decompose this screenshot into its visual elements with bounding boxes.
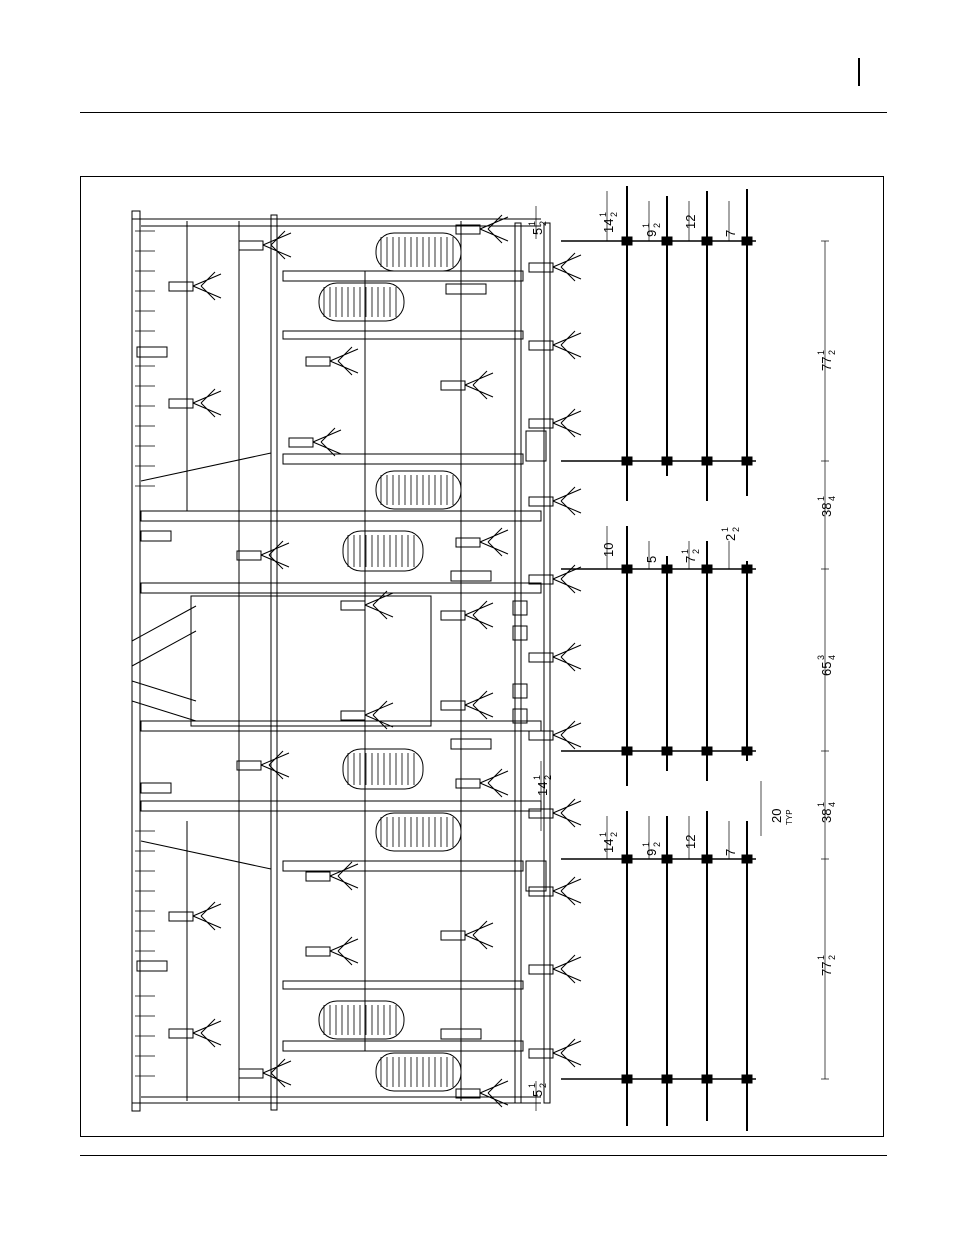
dim-65-three-quarter-mid: 65: [819, 662, 834, 676]
svg-text:2: 2: [543, 775, 553, 780]
dim-38-quarter-top: 38: [819, 503, 834, 517]
dim-10-mid: 10: [601, 543, 616, 557]
dim-7-half-mid: 7: [683, 556, 698, 563]
svg-text:2: 2: [827, 955, 837, 960]
svg-text:1: 1: [532, 775, 542, 780]
frame-member-3: [544, 223, 550, 1103]
sweeps: [193, 215, 581, 1107]
svg-text:2: 2: [609, 212, 619, 217]
dim-14-half-bot: 14: [601, 839, 616, 853]
dimension-labels: 14 1 2 9 1 2 12 7 5 1 2 77 1 2 38 1 4: [527, 212, 837, 1097]
frame-member-2: [515, 223, 521, 1103]
harrow-tine-bars: [627, 186, 747, 1131]
svg-text:1: 1: [816, 496, 826, 501]
svg-text:2: 2: [827, 350, 837, 355]
svg-text:1: 1: [598, 212, 608, 217]
dim-9-half-bot: 9: [644, 849, 659, 856]
svg-text:1: 1: [598, 832, 608, 837]
dim-12-top: 12: [683, 215, 698, 229]
tire-group: [319, 233, 461, 1091]
dim-38-quarter-bot: 38: [819, 809, 834, 823]
svg-text:2: 2: [731, 527, 741, 532]
front-rail-left: [132, 211, 140, 1111]
svg-text:2: 2: [652, 842, 662, 847]
svg-text:1: 1: [527, 221, 537, 226]
svg-text:1: 1: [816, 350, 826, 355]
svg-text:1: 1: [527, 1083, 537, 1088]
dim-7-bot: 7: [723, 849, 738, 856]
shank-holders: [169, 225, 553, 1098]
svg-text:1: 1: [641, 223, 651, 228]
dim-14-half-mid: 14: [535, 782, 550, 796]
dim-77-half-bot: 77: [819, 962, 834, 976]
svg-text:2: 2: [609, 832, 619, 837]
svg-text:2: 2: [538, 1083, 548, 1088]
svg-text:1: 1: [641, 842, 651, 847]
svg-text:2: 2: [652, 223, 662, 228]
header-tick-mark: [858, 58, 860, 86]
svg-text:1: 1: [680, 549, 690, 554]
svg-text:2: 2: [538, 221, 548, 226]
svg-text:3: 3: [816, 655, 826, 660]
dim-12-bot: 12: [683, 835, 698, 849]
dim-14-half-top: 14: [601, 219, 616, 233]
svg-text:1: 1: [720, 527, 730, 532]
svg-text:4: 4: [827, 496, 837, 501]
dim-5-mid: 5: [644, 556, 659, 563]
dim-5-half-bot: 5: [530, 1090, 545, 1097]
dim-77-half-top: 77: [819, 357, 834, 371]
svg-text:4: 4: [827, 802, 837, 807]
frame-member-1: [271, 215, 277, 1110]
dim-5-half-top: 5: [530, 228, 545, 235]
svg-text:1: 1: [816, 802, 826, 807]
dim-20-typ: 20: [769, 809, 784, 823]
figure-frame: 14 1 2 9 1 2 12 7 5 1 2 77 1 2 38 1 4: [80, 176, 884, 1137]
dim-7-top: 7: [723, 230, 738, 237]
dim-9-half-top: 9: [644, 230, 659, 237]
dim-typ-note: TYP: [785, 809, 794, 825]
footer-rule: [80, 1155, 887, 1156]
implement-layout-drawing: 14 1 2 9 1 2 12 7 5 1 2 77 1 2 38 1 4: [81, 177, 883, 1136]
dim-2-half-mid: 2: [723, 534, 738, 541]
svg-text:1: 1: [816, 955, 826, 960]
header-rule: [80, 112, 887, 113]
svg-text:2: 2: [691, 549, 701, 554]
svg-text:4: 4: [827, 655, 837, 660]
